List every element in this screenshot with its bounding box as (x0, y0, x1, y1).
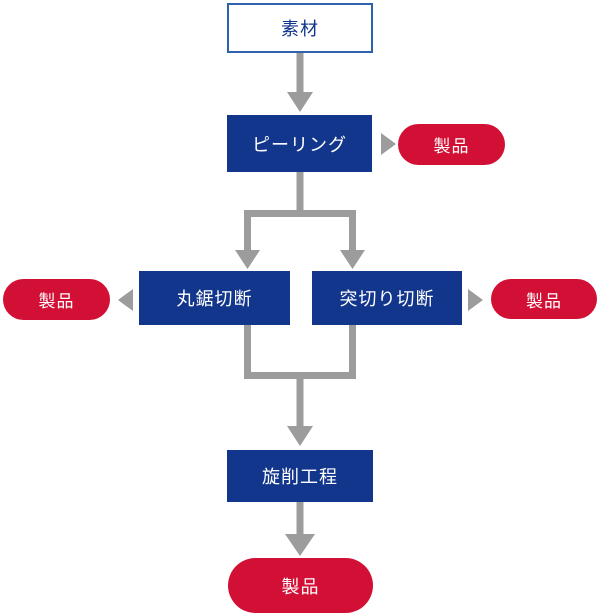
arrow-turning-to-product (285, 502, 315, 556)
turning-process-box: 旋削工程 (227, 450, 373, 502)
arrow-right-peeling-product (381, 133, 396, 155)
peeling-box: ピーリング (227, 115, 372, 172)
circular-saw-cutting-box: 丸鋸切断 (139, 271, 290, 325)
arrow-right-parting-product (468, 289, 483, 311)
parting-cutting-box: 突切り切断 (312, 271, 462, 325)
arrow-left-marusaw-product (118, 289, 133, 311)
arrow-merge-to-turning (244, 325, 356, 446)
product-pill-circular-saw: 製品 (3, 279, 110, 320)
material-box: 素材 (227, 3, 373, 53)
arrow-material-to-peeling (287, 53, 313, 112)
arrow-peeling-split (235, 172, 365, 269)
product-pill-final: 製品 (228, 558, 373, 613)
product-pill-parting: 製品 (491, 279, 597, 319)
product-pill-peeling: 製品 (398, 124, 505, 165)
